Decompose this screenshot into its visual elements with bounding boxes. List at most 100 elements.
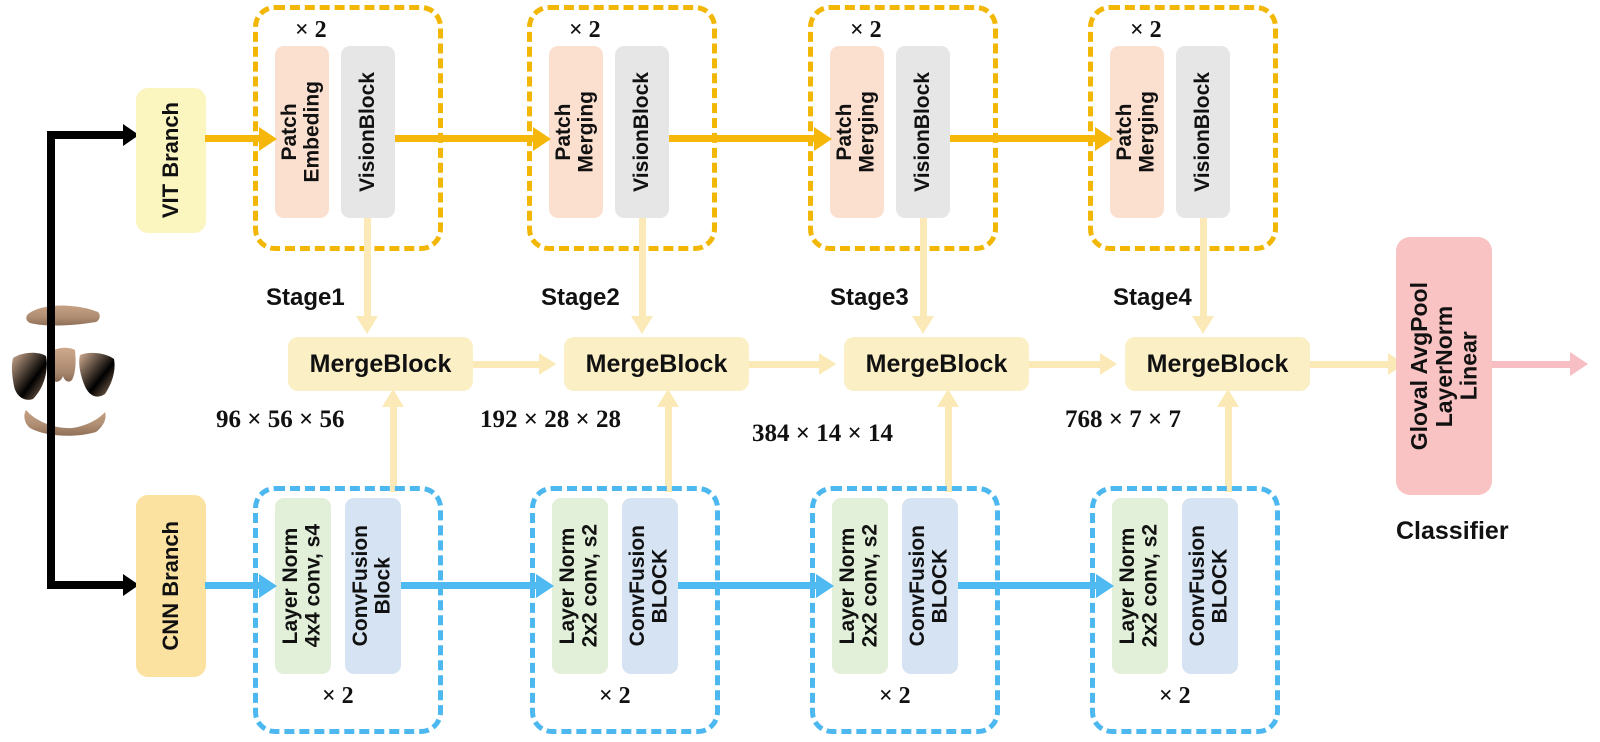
- cnn-stage-1-convfusion-label: ConvFusion Block: [349, 525, 395, 647]
- vit-stage-3-patch-label: Patch Merging: [833, 91, 879, 173]
- cnn-stage-1-convfusion[interactable]: ConvFusion Block: [345, 498, 401, 674]
- input-image-facial-bone: [6, 296, 130, 436]
- cnn-up-head-1: [382, 389, 404, 407]
- dimension-label-3: 384 × 14 × 14: [752, 420, 893, 447]
- vit-stage-3-patch-merging[interactable]: Patch Merging: [830, 46, 884, 218]
- cnn-up-line-2: [665, 402, 672, 492]
- cnn-stage-2-convfusion-label: ConvFusion BLOCK: [626, 525, 672, 647]
- vit-branch-box[interactable]: VIT Branch: [136, 88, 206, 233]
- output-arrow-head: [1570, 352, 1588, 376]
- cnn-stage-2-repeat: × 2: [599, 683, 631, 709]
- cnn-stage-3-convfusion-label: ConvFusion BLOCK: [906, 525, 952, 647]
- cnn-stage-2-layernorm[interactable]: Layer Norm 2x2 conv, s2: [552, 498, 608, 674]
- input-arrow-cnn-head: [123, 574, 139, 596]
- vit-stage-2-repeat: × 2: [569, 17, 601, 43]
- cnn-up-head-3: [937, 389, 959, 407]
- cnn-arrow-0-line: [205, 582, 263, 589]
- output-arrow-line: [1492, 361, 1576, 368]
- stage-label-1: Stage1: [266, 284, 345, 311]
- cnn-branch-box[interactable]: CNN Branch: [136, 495, 206, 677]
- merge-block-1-label: MergeBlock: [309, 349, 452, 378]
- vit-arrow-3-line: [950, 135, 1105, 142]
- cnn-stage-2-convfusion[interactable]: ConvFusion BLOCK: [622, 498, 678, 674]
- classifier-box[interactable]: Gloval AvgPool LayerNorm Linear: [1396, 237, 1492, 495]
- vit-arrow-2-line: [669, 135, 824, 142]
- cnn-arrow-2-head: [816, 574, 834, 598]
- merge-block-2[interactable]: MergeBlock: [564, 337, 749, 391]
- merge-block-3-label: MergeBlock: [865, 349, 1008, 378]
- vit-stage-1-visionblock[interactable]: VisionBlock: [341, 46, 395, 218]
- vit-stage-3-visionblock[interactable]: VisionBlock: [896, 46, 950, 218]
- cnn-stage-3-layernorm[interactable]: Layer Norm 2x2 conv, s2: [832, 498, 888, 674]
- merge-arrow-1-line: [473, 361, 545, 368]
- merge-arrow-2-head: [819, 353, 836, 375]
- vit-down-head-3: [912, 316, 934, 334]
- cnn-arrow-2-line: [678, 582, 826, 589]
- vit-branch-label: VIT Branch: [158, 102, 184, 219]
- vit-stage-2-visionblock[interactable]: VisionBlock: [615, 46, 669, 218]
- input-arrow-vit-head: [123, 124, 139, 146]
- input-trunk-line: [47, 131, 55, 589]
- classifier-body-label: Gloval AvgPool LayerNorm Linear: [1405, 281, 1482, 451]
- cnn-up-head-4: [1217, 389, 1239, 407]
- vit-stage-1-group: [253, 5, 443, 251]
- classifier-caption: Classifier: [1396, 517, 1509, 545]
- merge-block-3[interactable]: MergeBlock: [844, 337, 1029, 391]
- vit-stage-4-patch-merging[interactable]: Patch Merging: [1110, 46, 1164, 218]
- vit-stage-2-patch-merging[interactable]: Patch Merging: [549, 46, 603, 218]
- vit-stage-4-vision-label: VisionBlock: [1190, 72, 1214, 192]
- vit-arrow-2-head: [814, 127, 832, 151]
- cnn-up-line-3: [945, 402, 952, 492]
- cnn-arrow-1-line: [401, 582, 546, 589]
- cnn-stage-2-group: [530, 486, 720, 734]
- vit-down-line-2: [639, 218, 646, 318]
- cnn-stage-4-repeat: × 2: [1159, 683, 1191, 709]
- vit-stage-1-vision-label: VisionBlock: [355, 72, 379, 192]
- merge-arrow-3-line: [1029, 361, 1106, 368]
- input-arrow-to-cnn: [47, 581, 125, 589]
- vit-stage-1-patch-embeding[interactable]: Patch Embeding: [275, 46, 329, 218]
- dimension-label-1: 96 × 56 × 56: [216, 406, 345, 433]
- vit-down-head-2: [631, 316, 653, 334]
- vit-stage-4-group: [1088, 5, 1278, 251]
- merge-arrow-1-head: [539, 353, 556, 375]
- cnn-up-line-4: [1225, 402, 1232, 492]
- cnn-arrow-3-line: [958, 582, 1106, 589]
- cnn-stage-3-group: [810, 486, 1000, 734]
- cnn-stage-3-layernorm-label: Layer Norm 2x2 conv, s2: [836, 524, 882, 648]
- cnn-stage-4-layernorm-label: Layer Norm 2x2 conv, s2: [1116, 524, 1162, 648]
- vit-stage-4-patch-label: Patch Merging: [1113, 91, 1159, 173]
- vit-stage-4-visionblock[interactable]: VisionBlock: [1176, 46, 1230, 218]
- vit-stage-4-repeat: × 2: [1130, 17, 1162, 43]
- cnn-stage-1-group: [253, 486, 443, 734]
- cnn-stage-1-layernorm-label: Layer Norm 4x4 conv, s4: [279, 524, 325, 648]
- cnn-stage-3-convfusion[interactable]: ConvFusion BLOCK: [902, 498, 958, 674]
- cnn-arrow-1-head: [536, 574, 554, 598]
- vit-arrow-1-line: [395, 135, 543, 142]
- vit-stage-3-repeat: × 2: [850, 17, 882, 43]
- vit-down-head-4: [1192, 316, 1214, 334]
- merge-block-4-label: MergeBlock: [1146, 349, 1289, 378]
- cnn-stage-1-repeat: × 2: [322, 683, 354, 709]
- vit-stage-2-vision-label: VisionBlock: [629, 72, 653, 192]
- dimension-label-2: 192 × 28 × 28: [480, 406, 621, 433]
- cnn-stage-4-layernorm[interactable]: Layer Norm 2x2 conv, s2: [1112, 498, 1168, 674]
- cnn-stage-1-layernorm[interactable]: Layer Norm 4x4 conv, s4: [275, 498, 331, 674]
- merge-block-1[interactable]: MergeBlock: [288, 337, 473, 391]
- stage-label-2: Stage2: [541, 284, 620, 311]
- input-arrow-to-vit: [47, 131, 125, 139]
- vit-stage-3-group: [808, 5, 998, 251]
- vit-stage-3-vision-label: VisionBlock: [910, 72, 934, 192]
- vit-down-line-1: [364, 218, 371, 318]
- merge-block-4[interactable]: MergeBlock: [1125, 337, 1310, 391]
- vit-stage-1-patch-label: Patch Embeding: [278, 81, 324, 183]
- vit-down-head-1: [356, 316, 378, 334]
- cnn-stage-4-group: [1090, 486, 1280, 734]
- cnn-stage-4-convfusion[interactable]: ConvFusion BLOCK: [1182, 498, 1238, 674]
- dimension-label-4: 768 × 7 × 7: [1065, 406, 1181, 433]
- cnn-stage-2-layernorm-label: Layer Norm 2x2 conv, s2: [556, 524, 602, 648]
- cnn-arrow-0-head: [259, 574, 277, 598]
- stage-label-3: Stage3: [830, 284, 909, 311]
- vit-arrow-3-head: [1095, 127, 1113, 151]
